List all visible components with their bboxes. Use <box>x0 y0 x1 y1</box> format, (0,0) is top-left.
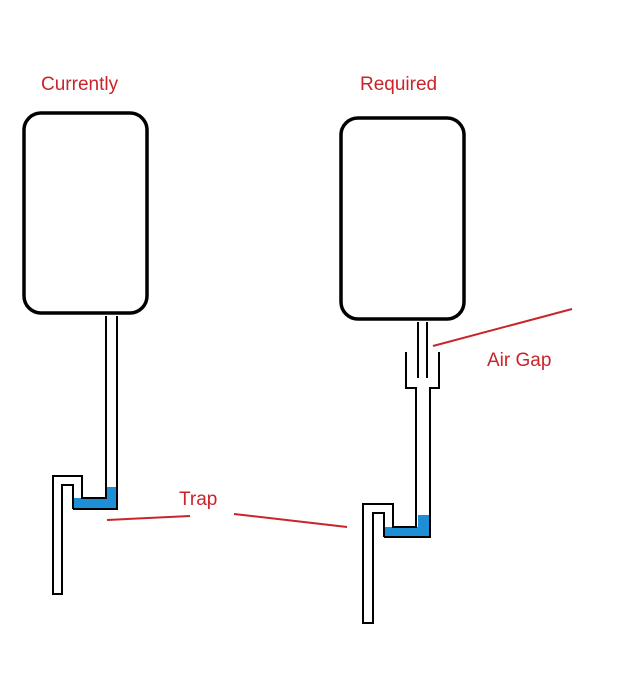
currently-setup: Currently <box>22 74 149 595</box>
required-setup: Required Air Gap <box>339 74 573 624</box>
pointer-air-gap <box>432 308 573 347</box>
pointer-trap-left <box>106 515 191 521</box>
trap-annotation: Trap <box>106 489 348 528</box>
label-required: Required <box>360 74 437 95</box>
p-trap-required <box>362 503 431 624</box>
air-gap-fitting <box>405 352 440 525</box>
appliance-box-currently <box>22 111 149 315</box>
label-air-gap: Air Gap <box>487 350 551 371</box>
label-trap: Trap <box>179 489 217 510</box>
p-trap-currently <box>52 475 118 595</box>
drain-pipe-currently <box>105 316 118 485</box>
trap-water-required <box>384 515 430 537</box>
label-currently: Currently <box>41 74 119 95</box>
pointer-trap-right <box>233 513 348 528</box>
upper-pipe-required <box>417 322 428 378</box>
appliance-box-required <box>339 116 466 321</box>
